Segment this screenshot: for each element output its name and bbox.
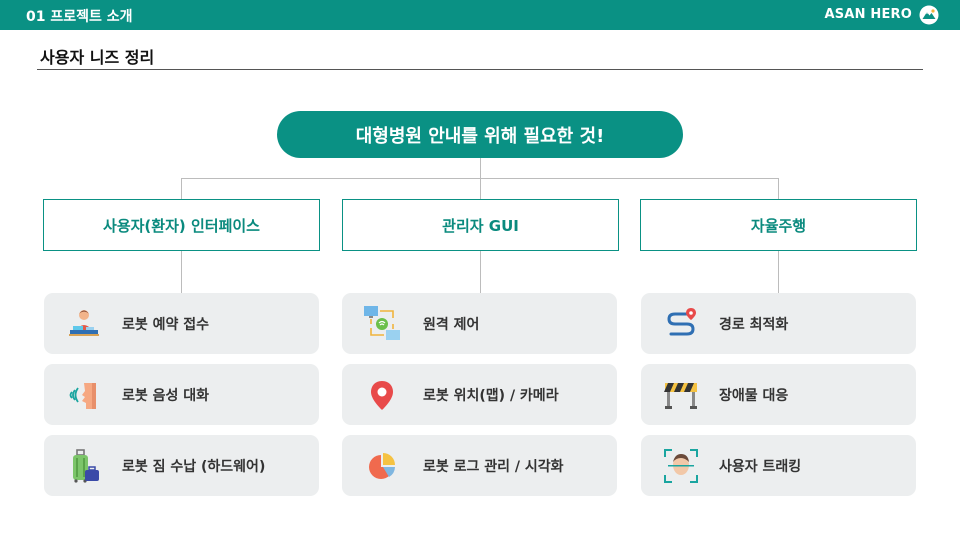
pie-chart-icon <box>369 453 395 479</box>
connector-root-down <box>480 158 481 179</box>
section-title: 01 프로젝트 소개 <box>26 9 133 25</box>
brand-logo-icon <box>919 5 939 25</box>
list-item: 장애물 대응 <box>641 364 916 425</box>
connector-cat2-up <box>480 178 481 199</box>
item-label: 경로 최적화 <box>719 317 789 333</box>
item-label: 장애물 대응 <box>719 388 789 404</box>
root-node: 대형병원 안내를 위해 필요한 것! <box>277 111 683 158</box>
barrier-icon <box>664 383 697 409</box>
route-icon <box>667 308 696 336</box>
list-item: 경로 최적화 <box>641 293 916 354</box>
list-item: 로봇 짐 수납 (하드웨어) <box>44 435 319 496</box>
item-label: 로봇 로그 관리 / 시각화 <box>423 459 564 475</box>
connector-cat1-down <box>181 251 182 293</box>
item-label: 로봇 위치(맵) / 카메라 <box>423 388 559 404</box>
item-label: 로봇 음성 대화 <box>122 388 210 404</box>
list-item: 로봇 예약 접수 <box>44 293 319 354</box>
face-tracking-icon <box>664 449 698 483</box>
list-item: 로봇 로그 관리 / 시각화 <box>342 435 617 496</box>
receptionist-icon <box>69 310 99 336</box>
luggage-icon <box>73 449 99 483</box>
remote-network-icon <box>364 306 400 340</box>
title-divider <box>37 69 923 70</box>
item-label: 로봇 예약 접수 <box>122 317 210 333</box>
connector-cat3-up <box>778 178 779 199</box>
list-item: 원격 제어 <box>342 293 617 354</box>
item-label: 사용자 트래킹 <box>719 459 802 475</box>
list-item: 로봇 위치(맵) / 카메라 <box>342 364 617 425</box>
list-item: 사용자 트래킹 <box>641 435 916 496</box>
connector-cat2-down <box>480 251 481 293</box>
brand-name: ASAN HERO <box>824 7 912 22</box>
voice-speaking-icon <box>69 383 96 409</box>
connector-cat1-up <box>181 178 182 199</box>
map-pin-icon <box>371 381 393 410</box>
header-bar: 01 프로젝트 소개 ASAN HERO <box>0 0 960 30</box>
category-user-interface: 사용자(환자) 인터페이스 <box>43 199 320 251</box>
page-title: 사용자 니즈 정리 <box>40 48 155 67</box>
connector-cat3-down <box>778 251 779 293</box>
item-label: 로봇 짐 수납 (하드웨어) <box>122 459 266 475</box>
item-label: 원격 제어 <box>423 317 480 333</box>
category-autonomous-driving: 자율주행 <box>640 199 917 251</box>
category-admin-gui: 관리자 GUI <box>342 199 619 251</box>
list-item: 로봇 음성 대화 <box>44 364 319 425</box>
